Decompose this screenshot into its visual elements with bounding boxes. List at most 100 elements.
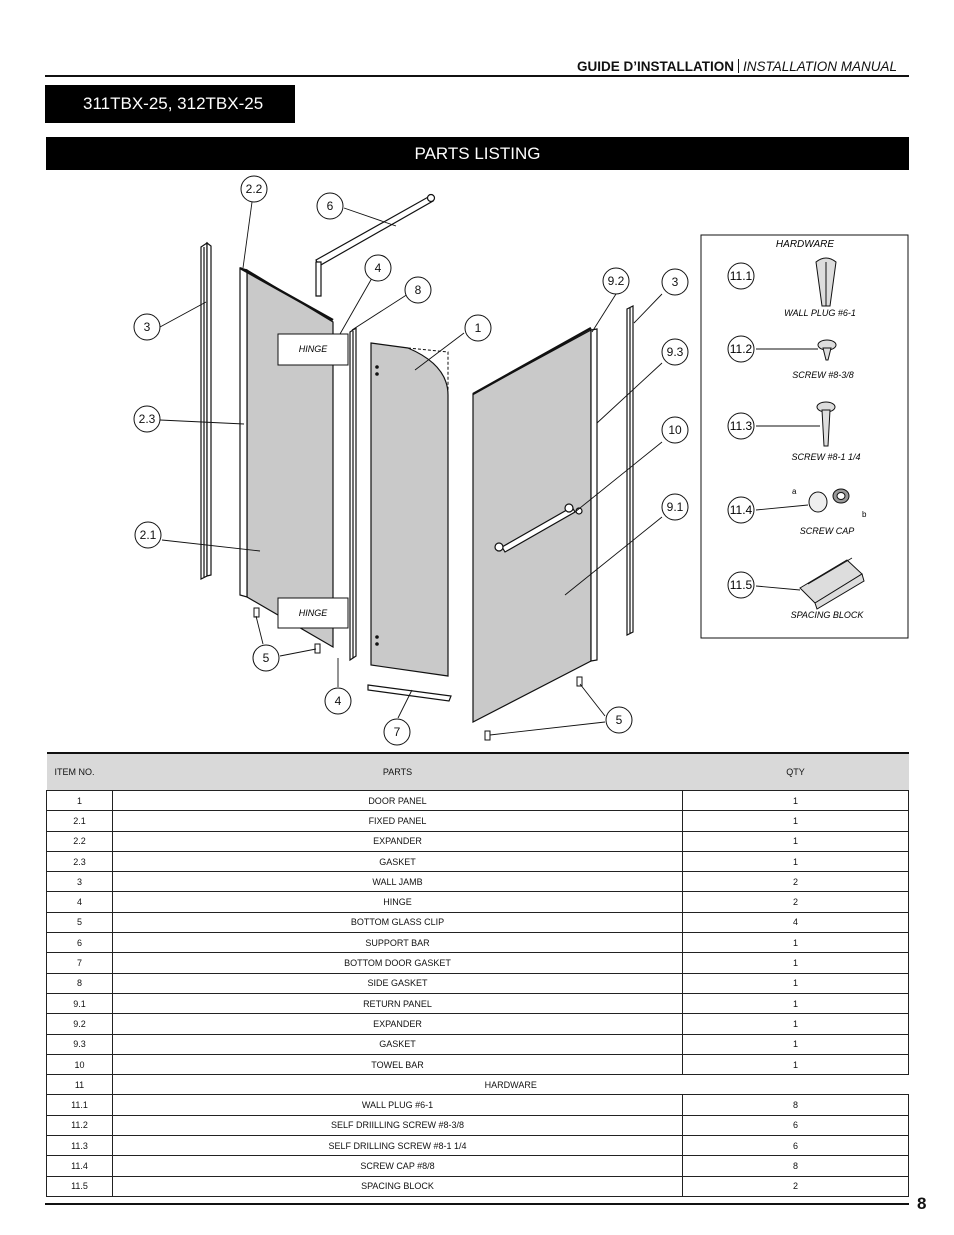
- item-no: 8: [46, 972, 113, 994]
- callout-8: 8: [415, 283, 422, 297]
- callout-9-1: 9.1: [667, 500, 684, 514]
- part-name: HARDWARE: [112, 1074, 909, 1096]
- item-no: 7: [46, 952, 113, 974]
- model-number-box: 311TBX-25, 312TBX-25: [45, 85, 295, 123]
- callout-4-top: 4: [375, 261, 382, 275]
- item-no: 11.1: [46, 1094, 113, 1116]
- hardware-label-11-3: SCREW #8-1 1/4: [791, 452, 860, 462]
- part-name: WALL PLUG #6-1: [112, 1094, 683, 1116]
- item-no: 10: [46, 1053, 113, 1076]
- part-name: GASKET: [112, 1033, 683, 1055]
- item-no: 9.1: [46, 992, 113, 1015]
- callout-9-2: 9.2: [608, 274, 625, 288]
- page-number: 8: [917, 1194, 927, 1213]
- part-name: SUPPORT BAR: [112, 932, 683, 954]
- callout-2-2: 2.2: [246, 182, 263, 196]
- part-qty: 2: [682, 871, 909, 893]
- hardware-label-11-2: SCREW #8-3/8: [792, 370, 854, 380]
- callout-labels: 2.2 6 4 8 3 1 2.3 2.1 5 4 7 5 9.2 3 9.3 …: [139, 182, 684, 739]
- part-qty: 6: [682, 1114, 909, 1137]
- part-name: FIXED PANEL: [112, 810, 683, 832]
- callout-4-bottom: 4: [335, 694, 342, 708]
- callouts: [133, 175, 689, 746]
- callout-7: 7: [394, 725, 401, 739]
- hinge-bottom-text: HINGE: [299, 608, 329, 618]
- hardware-title: HARDWARE: [776, 239, 834, 250]
- part-name: EXPANDER: [112, 1013, 683, 1035]
- callout-2-3: 2.3: [139, 412, 156, 426]
- item-no: 2.2: [46, 830, 113, 852]
- part-name: HINGE: [112, 891, 683, 913]
- part-name: RETURN PANEL: [112, 992, 683, 1015]
- page-header: GUIDE D’INSTALLATION INSTALLATION MANUAL: [577, 59, 897, 74]
- header-title-fr: GUIDE D’INSTALLATION: [577, 59, 734, 74]
- part-name: BOTTOM DOOR GASKET: [112, 952, 683, 974]
- callout-9-3: 9.3: [667, 345, 684, 359]
- model-number: 311TBX-25, 312TBX-25: [83, 94, 264, 113]
- callout-10: 10: [668, 423, 682, 437]
- part-name: SPACING BLOCK: [112, 1175, 683, 1197]
- part-qty: 2: [682, 1175, 909, 1197]
- hardware-label-11-5: SPACING BLOCK: [791, 610, 865, 620]
- part-qty: 2: [682, 891, 909, 913]
- item-no: 3: [46, 871, 113, 893]
- support-bar: [315, 193, 436, 297]
- header-qty: QTY: [682, 752, 909, 791]
- header-title-en: INSTALLATION MANUAL: [743, 59, 898, 74]
- footer-rule: [45, 1203, 909, 1205]
- hardware-num-11-4: 11.4: [730, 503, 753, 517]
- part-qty: 1: [682, 810, 909, 832]
- part-name: WALL JAMB: [112, 871, 683, 893]
- part-name: BOTTOM GLASS CLIP: [112, 911, 683, 934]
- part-name: SCREW CAP #8/8: [112, 1155, 683, 1177]
- wall-jamb-left: [200, 241, 212, 580]
- bottom-door-gasket: [367, 684, 452, 702]
- door-panel: [370, 342, 449, 677]
- part-name: SIDE GASKET: [112, 972, 683, 994]
- part-name: SELF DRIILLING SCREW #8-3/8: [112, 1114, 683, 1137]
- part-qty: 1: [682, 992, 909, 1015]
- item-no: 9.3: [46, 1033, 113, 1055]
- part-qty: 1: [682, 830, 909, 852]
- callout-3-right: 3: [672, 275, 679, 289]
- item-no: 1: [46, 789, 113, 812]
- header-separator: [738, 59, 739, 73]
- leader-lines: [159, 201, 663, 736]
- spacing-block-icon: [755, 557, 865, 610]
- hardware-num-11-1: 11.1: [730, 269, 753, 283]
- header-item-no: ITEM NO.: [46, 752, 113, 791]
- screw-cap-b: b: [862, 510, 867, 519]
- hardware-num-11-3: 11.3: [730, 419, 753, 433]
- part-name: DOOR PANEL: [112, 789, 683, 812]
- callout-1: 1: [475, 321, 482, 335]
- item-no: 4: [46, 891, 113, 913]
- item-no: 6: [46, 932, 113, 954]
- exploded-parts-diagram: HINGE HINGE: [133, 175, 909, 746]
- wall-jamb-right: [626, 305, 634, 636]
- hardware-num-11-5: 11.5: [730, 578, 753, 592]
- table-header-row: ITEM NO. PARTS QTY: [46, 752, 909, 791]
- header-parts: PARTS: [112, 752, 683, 791]
- hinge-label-bottom: HINGE: [277, 597, 349, 629]
- hardware-label-11-1: WALL PLUG #6-1: [784, 308, 856, 318]
- item-no: 11.3: [46, 1135, 113, 1157]
- wall-plug-icon: [815, 257, 837, 307]
- callout-2-1: 2.1: [140, 528, 157, 542]
- part-qty: 1: [682, 952, 909, 974]
- part-name: EXPANDER: [112, 830, 683, 852]
- part-qty: 1: [682, 932, 909, 954]
- return-panel: [472, 326, 598, 723]
- hinge-top-text: HINGE: [299, 344, 329, 354]
- bottom-glass-clips: [253, 607, 583, 741]
